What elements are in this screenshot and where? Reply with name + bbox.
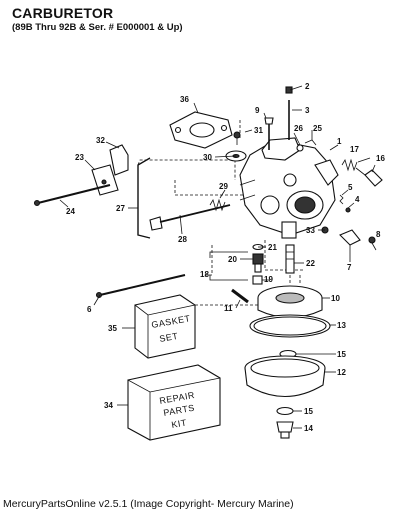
part-20-jet: [252, 253, 264, 273]
part-19-jet: [252, 275, 263, 285]
part-label-33: 33: [306, 226, 315, 235]
part-label-32: 32: [96, 136, 105, 145]
part-label-11: 11: [224, 304, 233, 313]
part-label-18: 18: [200, 270, 209, 279]
part-5-spring: [339, 194, 344, 205]
page-title: CARBURETOR: [12, 5, 114, 21]
part-label-1: 1: [337, 137, 342, 146]
part-label-22: 22: [306, 259, 315, 268]
part-label-19: 19: [264, 275, 273, 284]
part-6-lever-shaft: [95, 274, 186, 299]
page-subtitle: (89B Thru 92B & Ser. # E000001 & Up): [12, 22, 183, 33]
part-9-screw: [264, 117, 274, 150]
part-25-clip: [304, 139, 317, 146]
part-label-7: 7: [347, 263, 352, 272]
part-label-27: 27: [116, 204, 125, 213]
part-label-16: 16: [376, 154, 385, 163]
part-number-labels: 2 3 36 9 31 26 25 1 30 17 16 32 23 5 29 …: [66, 82, 385, 433]
part-10-float: [257, 285, 323, 318]
part-label-23: 23: [75, 153, 84, 162]
part-label-20: 20: [228, 255, 237, 264]
part-label-13: 13: [337, 321, 346, 330]
part-29-spring: [209, 198, 226, 212]
part-label-36: 36: [180, 95, 189, 104]
part-label-24: 24: [66, 207, 75, 216]
part-label-10: 10: [331, 294, 340, 303]
part-11-pin: [231, 288, 249, 304]
part-26-screw: [296, 144, 304, 152]
part-label-21: 21: [268, 243, 277, 252]
leader-lines: [59, 85, 377, 429]
part-32-choke-knob: [109, 144, 129, 176]
part-34-repair-kit-box: REPAIR PARTS KIT: [127, 364, 221, 441]
part-15-washer-bottom: [276, 406, 294, 416]
part-14-bolt: [276, 421, 294, 439]
part-label-14: 14: [304, 424, 313, 433]
part-label-6: 6: [87, 305, 92, 314]
part-label-5: 5: [348, 183, 353, 192]
part-label-4: 4: [355, 195, 360, 204]
part-label-8: 8: [376, 230, 381, 239]
part-22-emulsion-tube: [285, 244, 295, 274]
part-label-3: 3: [305, 106, 310, 115]
part-16-needle: [355, 167, 383, 187]
part-label-25: 25: [313, 124, 322, 133]
part-label-35: 35: [108, 324, 117, 333]
part-label-12: 12: [337, 368, 346, 377]
part-13-gasket: [249, 314, 331, 338]
repair-kit-line3: KIT: [171, 417, 188, 430]
gasket-set-line2: SET: [159, 331, 179, 344]
part-8-screw: [368, 236, 376, 244]
part-label-34: 34: [104, 401, 113, 410]
part-27-link: [137, 157, 151, 239]
part-label-9: 9: [255, 106, 260, 115]
part-label-2: 2: [305, 82, 310, 91]
part-label-15b: 15: [304, 407, 313, 416]
part-2-cap: [285, 86, 293, 94]
part-36-gasket: [169, 111, 233, 149]
part-label-15a: 15: [337, 350, 346, 359]
part-label-29: 29: [219, 182, 228, 191]
part-label-26: 26: [294, 124, 303, 133]
part-35-gasket-set-box: GASKET SET: [134, 294, 196, 359]
copyright-footer: MercuryPartsOnline v2.5.1 (Image Copyrig…: [3, 498, 294, 510]
part-label-28: 28: [178, 235, 187, 244]
part-28-throttle-shaft: [149, 204, 231, 231]
part-24-shaft: [33, 184, 111, 207]
part-1-carburetor-body: [239, 137, 339, 239]
part-label-31: 31: [254, 126, 263, 135]
part-7-bracket: [339, 229, 361, 246]
part-30-washer: [225, 150, 247, 162]
part-17-spring: [341, 158, 358, 172]
part-12-float-bowl: [244, 355, 326, 398]
part-31-screw: [233, 131, 241, 145]
part-4-screw: [345, 207, 351, 213]
part-label-30: 30: [203, 153, 212, 162]
part-label-17: 17: [350, 145, 359, 154]
